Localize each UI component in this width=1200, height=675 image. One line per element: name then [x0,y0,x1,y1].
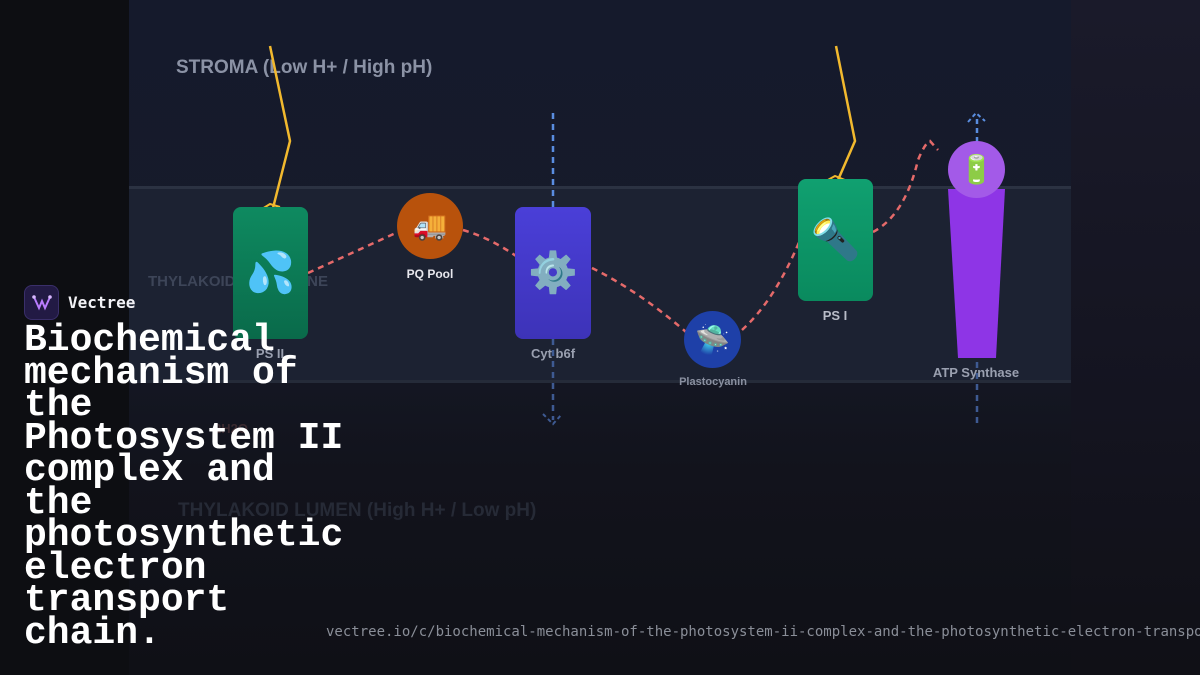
psi-label: PS I [822,308,848,323]
electron-flow-path [307,139,939,333]
battery-icon: 🔋 [959,153,994,185]
cytochrome-b6f: ⚙️ [515,207,591,339]
gear-icon: ⚙️ [528,251,578,295]
proton-arrowhead-cyt [542,413,563,426]
plastocyanin-label: Plastocyanin [679,376,747,388]
photosystem-i: 🔦 [798,179,873,301]
atp-synthase-label: ATP Synthase [932,365,1020,380]
flying-saucer-icon: 🛸 [695,323,730,355]
lumen-label: THYLAKOID LUMEN (High H+ / Low pH) [178,500,537,521]
cyt-b6f-label: Cyt b6f [530,346,576,361]
left-background-strip [0,0,129,675]
delivery-truck-icon: 🚚 [412,210,448,241]
flashlight-icon: 🔦 [810,218,861,262]
page-title: Biochemical mechanism of the Photosystem… [24,319,344,655]
psii-label: PS II [255,346,285,361]
light-bolt-psii [268,45,292,209]
water-label: 2H2O [214,421,248,436]
pq-pool-label: PQ Pool [406,267,454,281]
photosystem-ii: 💦 [233,207,308,339]
right-background-strip [1071,0,1200,675]
brand-name: Vectree [68,293,136,312]
plastocyanin: 🛸 [684,311,741,368]
stroma-label: STROMA (Low H+ / High pH) [176,57,433,78]
vectree-logo-icon [24,285,59,320]
page-url: vectree.io/c/biochemical-mechanism-of-th… [326,624,1200,640]
atp-synthase-head: 🔋 [948,141,1005,198]
water-drop-icon: 💦 [245,251,296,295]
light-bolt-psi [834,45,857,181]
brand: Vectree [24,285,135,320]
atp-synthase-stalk [948,189,1005,358]
pq-pool: 🚚 [397,193,463,259]
